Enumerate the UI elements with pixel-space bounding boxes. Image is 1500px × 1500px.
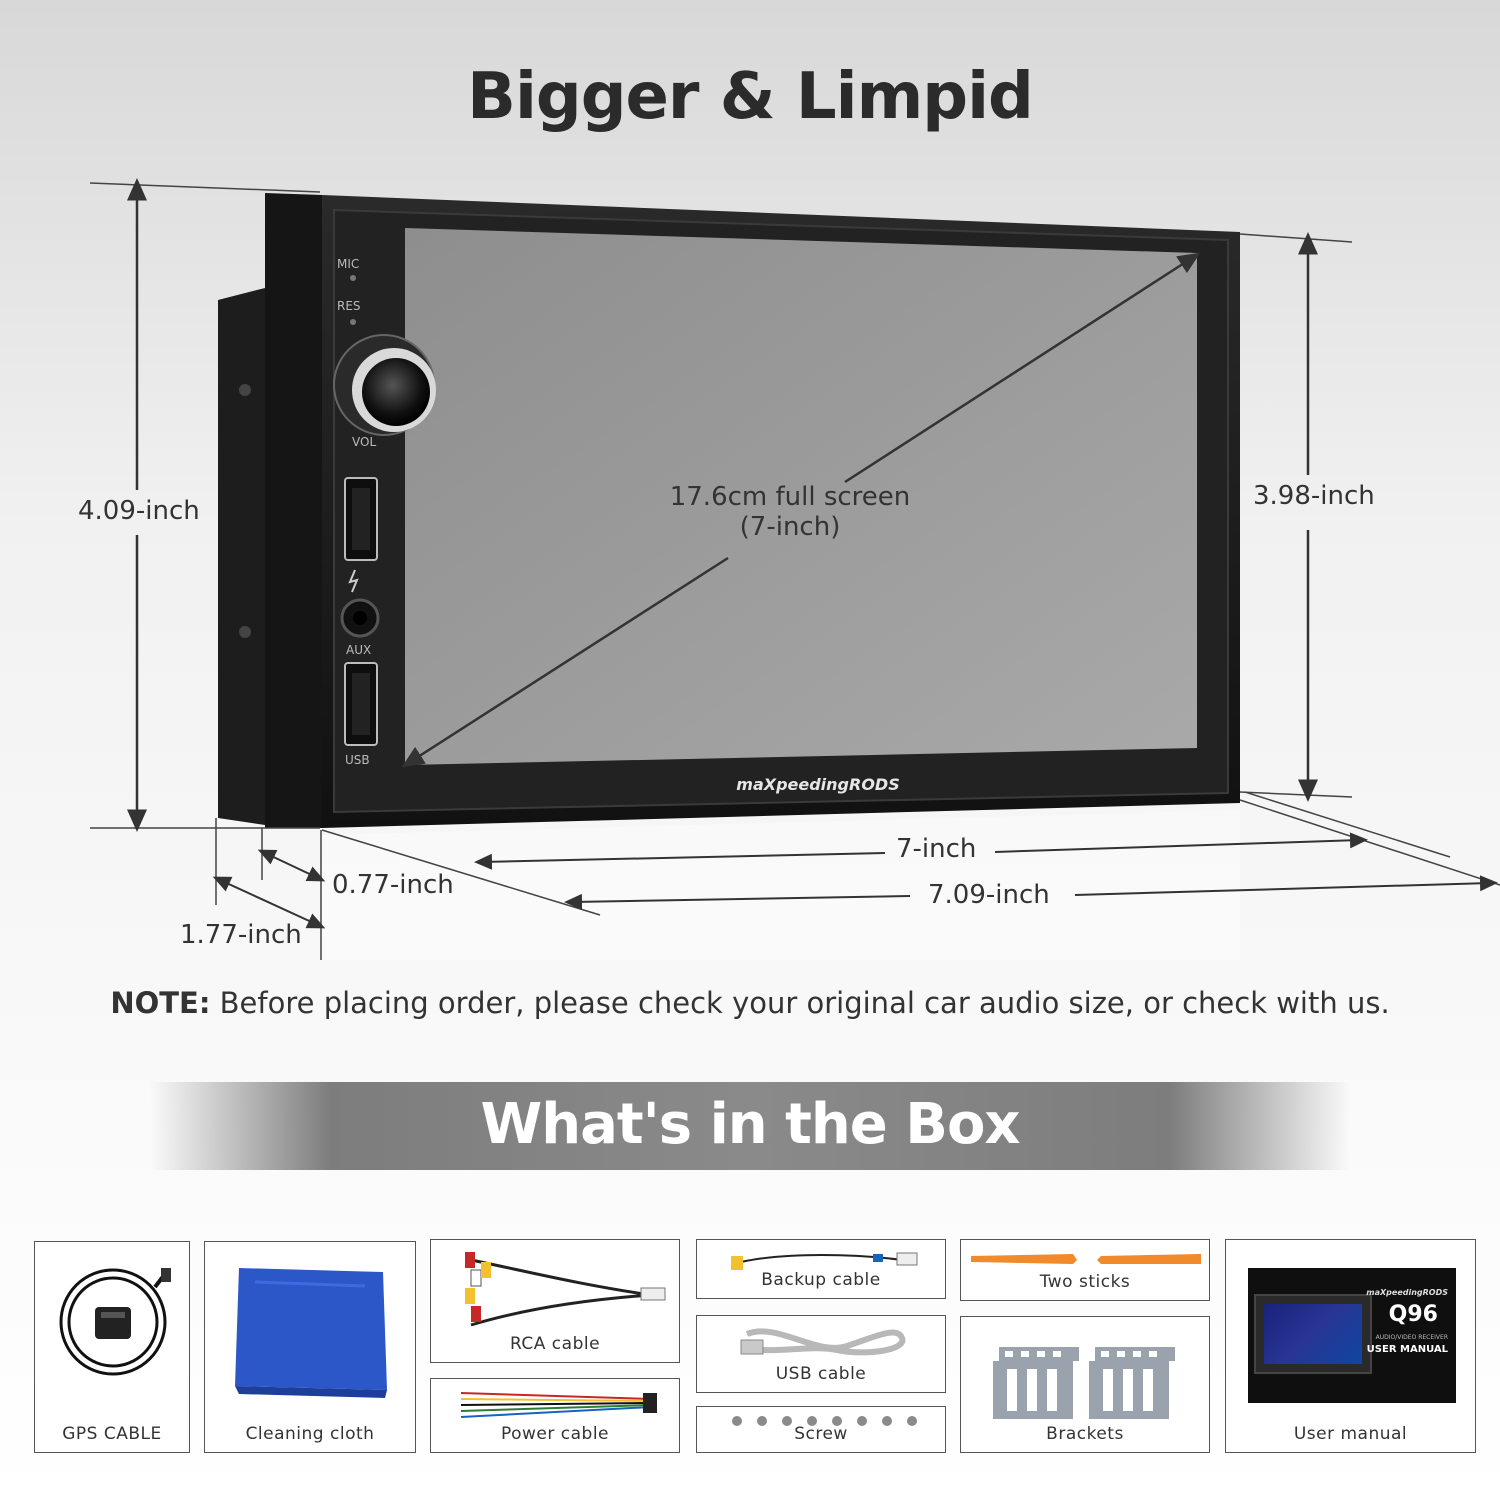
rca-label: RCA cable (509, 1334, 601, 1354)
section-band (150, 1082, 1350, 1170)
box-item-power: Power cable (430, 1378, 680, 1453)
box-item-brackets: Brackets (960, 1316, 1210, 1453)
note: NOTE: Before placing order, please check… (0, 986, 1500, 1020)
pry-sticks-icon (971, 1254, 1201, 1264)
screen (405, 228, 1197, 765)
vol-label: VOL (352, 435, 376, 449)
aux-label: AUX (346, 643, 371, 657)
box-section-title: What's in the Box (480, 1092, 1020, 1157)
box-item-usb: USB cable (696, 1315, 946, 1393)
manual-subtitle: AUDIO/VIDEO RECEIVER (1375, 1334, 1448, 1341)
mic-label: MIC (337, 257, 359, 271)
rca-cable-icon (465, 1252, 666, 1327)
screw-icon (732, 1416, 917, 1426)
cloth-label: Cleaning cloth (245, 1424, 375, 1444)
manual-brand: maXpeedingRODS (1366, 1288, 1448, 1297)
overall-width-label: 7.09-inch (928, 880, 1050, 910)
power-label: Power cable (500, 1424, 610, 1444)
screw-label: Screw (794, 1424, 848, 1444)
brackets-label: Brackets (1046, 1424, 1124, 1444)
front-depth-label: 0.77-inch (332, 870, 454, 900)
manual-cover: maXpeedingRODS Q96 AUDIO/VIDEO RECEIVER … (1248, 1268, 1456, 1403)
chassis (218, 288, 265, 825)
manual-model: Q96 (1388, 1302, 1438, 1327)
screen-size-line2: (7-inch) (739, 512, 841, 542)
backup-cable-icon (731, 1252, 918, 1270)
backup-label: Backup cable (761, 1270, 881, 1290)
note-text: Before placing order, please check your … (219, 986, 1390, 1020)
usb-cable-label: USB cable (775, 1364, 867, 1384)
gps-label: GPS CABLE (62, 1424, 162, 1444)
usb-label: USB (345, 753, 370, 767)
screen-width-label: 7-inch (896, 834, 977, 864)
overall-height-label: 4.09-inch (78, 496, 200, 526)
manual-label: User manual (1293, 1424, 1408, 1444)
screen-size-line1: 17.6cm full screen (669, 482, 911, 512)
res-label: RES (337, 299, 361, 313)
gps-antenna-icon (59, 1268, 171, 1376)
box-item-gps: GPS CABLE (34, 1241, 190, 1453)
note-label: NOTE: (110, 986, 211, 1020)
volume-knob (333, 334, 436, 436)
brand-logo: maXpeedingRODS (736, 775, 899, 794)
usb-cable-icon (740, 1328, 906, 1356)
box-item-backup: Backup cable (696, 1239, 946, 1299)
box-item-cloth: Cleaning cloth (204, 1241, 416, 1453)
page-title: Bigger & Limpid (467, 60, 1034, 134)
device-illustration: MIC RES VOL AUX USB maXpeedingRODS (89, 178, 1500, 960)
power-cable-icon (460, 1392, 657, 1418)
manual-title: USER MANUAL (1366, 1344, 1448, 1355)
screen-size-label: 17.6cm full screen (7-inch) (640, 482, 940, 542)
screen-height-label: 3.98-inch (1253, 481, 1375, 511)
brackets-icon (993, 1347, 1175, 1419)
box-item-rca: RCA cable (430, 1239, 680, 1363)
box-item-screw: Screw (696, 1406, 946, 1453)
box-item-sticks: Two sticks (960, 1239, 1210, 1301)
cloth-icon (235, 1268, 387, 1398)
total-depth-label: 1.77-inch (180, 920, 302, 950)
sticks-label: Two sticks (1039, 1272, 1131, 1292)
box-item-manual: maXpeedingRODS Q96 AUDIO/VIDEO RECEIVER … (1225, 1239, 1476, 1453)
